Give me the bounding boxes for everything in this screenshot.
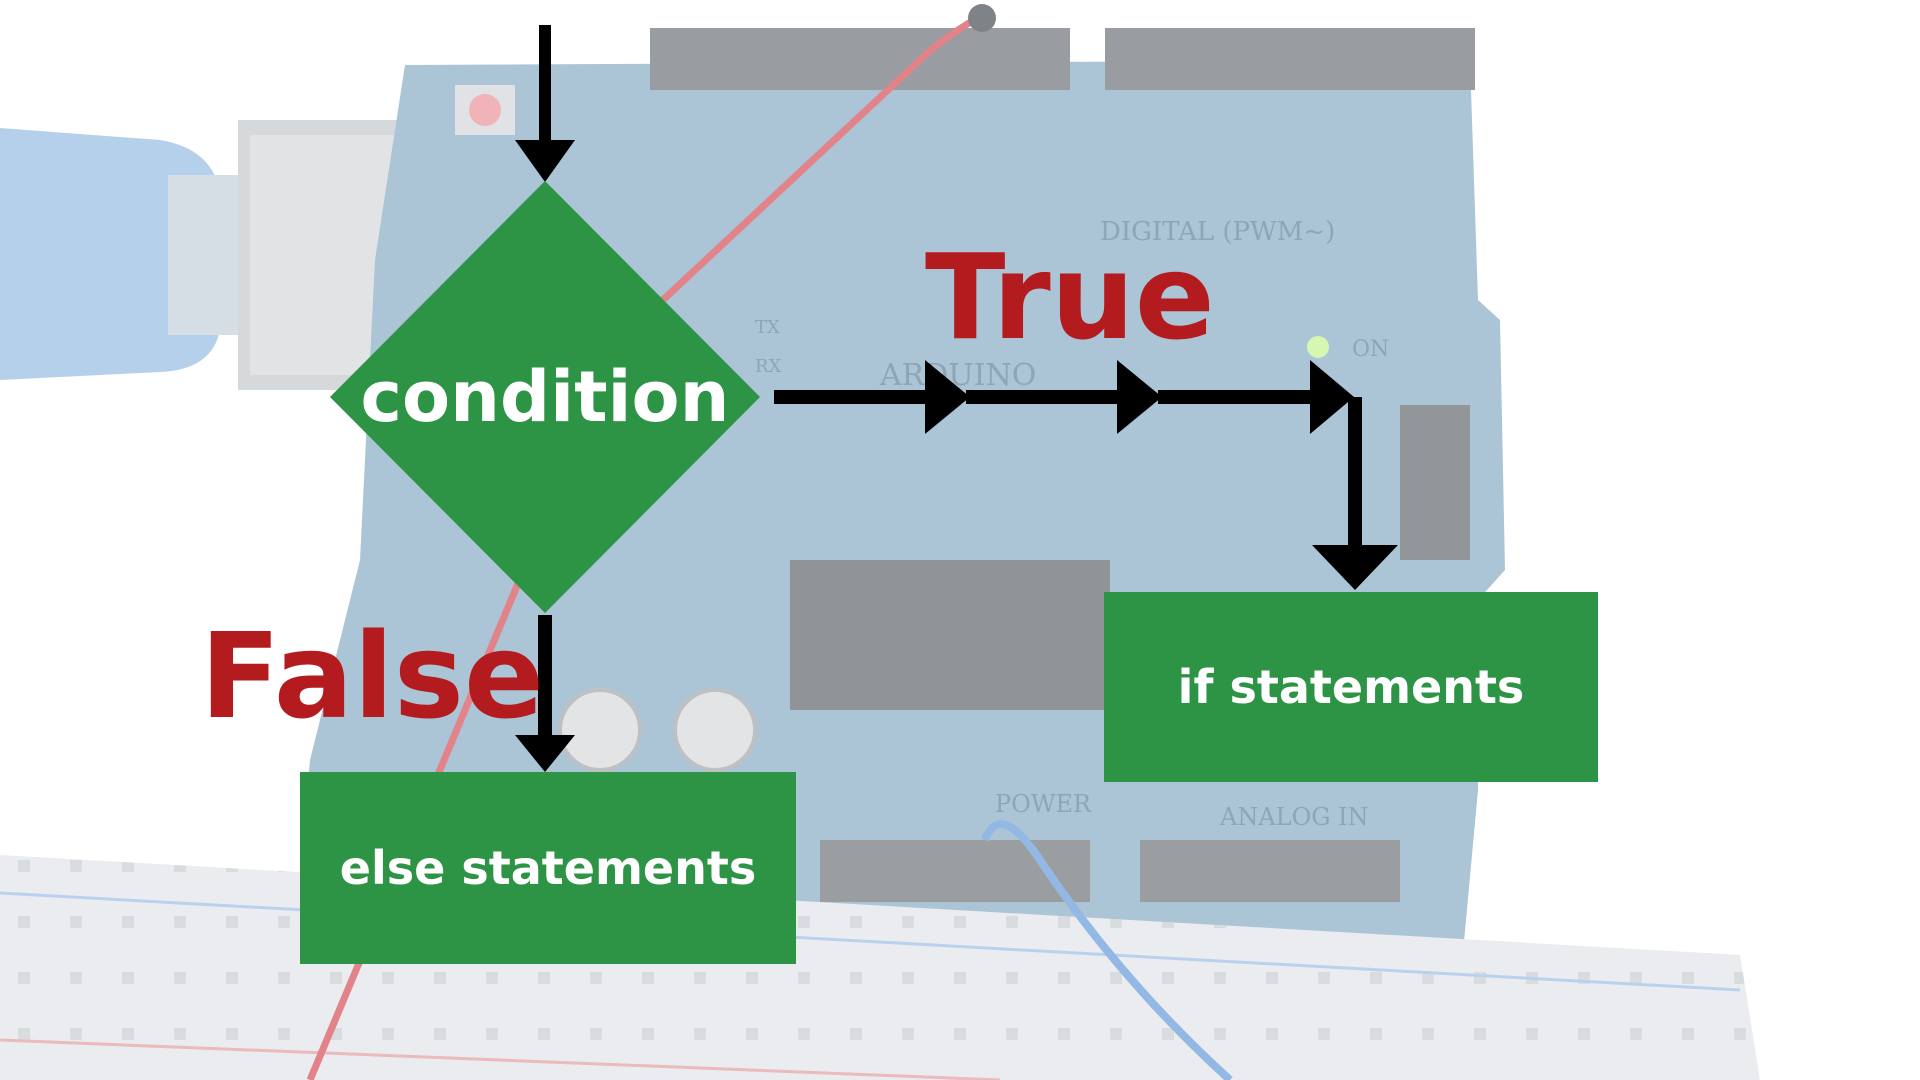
- true-arrowhead-3: [1310, 360, 1354, 434]
- true-branch-label: True: [925, 228, 1215, 366]
- power-label: POWER: [995, 790, 1092, 818]
- digital-header-left: [650, 28, 1070, 90]
- false-arrowhead: [515, 735, 575, 772]
- tx-label: TX: [755, 317, 780, 338]
- entry-arrowhead: [515, 140, 575, 182]
- analog-label: ANALOG IN: [1219, 803, 1369, 831]
- rx-label: RX: [755, 356, 782, 377]
- digital-label: DIGITAL (PWM~): [1100, 217, 1335, 247]
- flow-arrows: [515, 25, 1398, 772]
- else-statements-box: else statements: [300, 772, 796, 964]
- true-arrowhead-down: [1312, 545, 1398, 590]
- on-label: ON: [1352, 337, 1389, 362]
- digital-header-right: [1105, 28, 1475, 90]
- condition-label: condition: [360, 356, 730, 438]
- true-arrowhead-2: [1117, 360, 1162, 434]
- false-branch-label: False: [200, 607, 545, 745]
- else-statements-label: else statements: [339, 841, 757, 895]
- true-arrowhead-1: [925, 360, 970, 434]
- microcontroller-chip: [790, 560, 1110, 710]
- if-statements-box: if statements: [1104, 592, 1598, 782]
- blue-wire: [981, 820, 1233, 1080]
- if-statements-label: if statements: [1177, 660, 1525, 714]
